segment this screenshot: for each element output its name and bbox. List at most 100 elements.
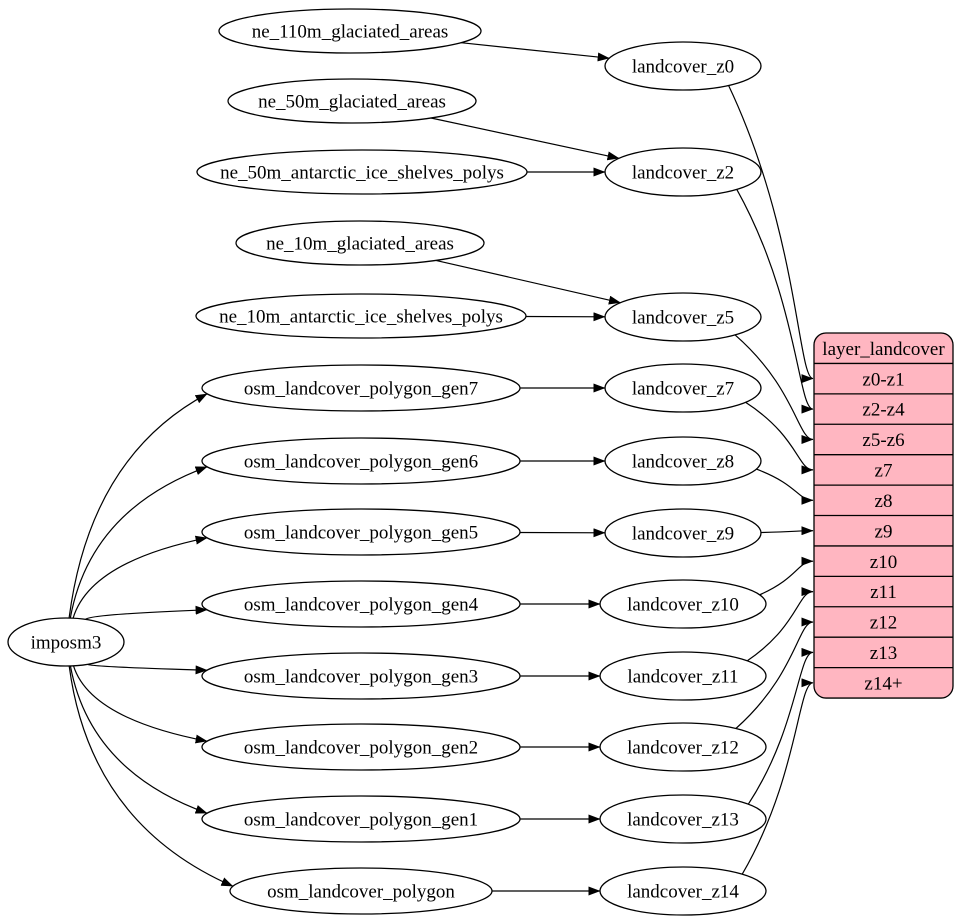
node-label: ne_10m_antarctic_ice_shelves_polys [219, 307, 503, 328]
node-ellipse [599, 794, 767, 844]
node-label: osm_landcover_polygon_gen6 [244, 452, 478, 473]
node-landcover_z8: landcover_z8 [604, 436, 762, 486]
edge-imposm3-to-osm_landcover_polygon_gen2 [72, 665, 208, 744]
node-ellipse [201, 652, 521, 700]
node-ne_10m_antarctic_ice_shelves_polys: ne_10m_antarctic_ice_shelves_polys [195, 293, 527, 339]
edges [68, 42, 814, 896]
node-label: landcover_z13 [627, 810, 739, 831]
node-label: landcover_z5 [632, 308, 734, 329]
edge-landcover_z8-to-row-z8 [756, 468, 814, 505]
node-label: osm_landcover_polygon [267, 882, 455, 903]
edge-ne_10m_glaciated_areas-to-landcover_z5 [435, 259, 621, 305]
node-ellipse [599, 651, 767, 701]
edge-imposm3-to-osm_landcover_polygon_gen5 [72, 535, 208, 619]
node-ellipse [235, 220, 485, 266]
node-landcover_z12: landcover_z12 [599, 722, 767, 772]
node-landcover_z9: landcover_z9 [604, 508, 762, 558]
node-landcover_z0: landcover_z0 [604, 41, 762, 91]
node-label: ne_10m_glaciated_areas [266, 234, 454, 255]
node-ellipse [201, 723, 521, 771]
node-label: landcover_z0 [632, 57, 734, 78]
node-label: landcover_z12 [627, 738, 739, 759]
node-imposm3: imposm3 [7, 617, 125, 667]
node-ellipse [604, 508, 762, 558]
node-ellipse [201, 795, 521, 843]
node-landcover_z10: landcover_z10 [599, 579, 767, 629]
edge-landcover_z13-to-row-z13 [747, 647, 814, 805]
node-ellipse [599, 579, 767, 629]
node-ellipse [196, 149, 528, 195]
edge-landcover_z5-to-row-z5-z6 [734, 334, 814, 444]
node-ellipse [599, 722, 767, 772]
edge-landcover_z2-to-row-z2-z4 [736, 189, 814, 414]
node-label: osm_landcover_polygon_gen4 [244, 595, 479, 616]
table-row-z7: z7 [875, 461, 893, 482]
table-title: layer_landcover [822, 339, 945, 360]
node-ellipse [218, 8, 482, 54]
node-osm_landcover_polygon_gen7: osm_landcover_polygon_gen7 [201, 364, 521, 412]
node-label: landcover_z2 [632, 163, 734, 184]
table-row-z2-z4: z2-z4 [862, 400, 905, 421]
edge-landcover_z12-to-row-z12 [735, 617, 814, 729]
node-landcover_z11: landcover_z11 [599, 651, 767, 701]
node-ne_50m_antarctic_ice_shelves_polys: ne_50m_antarctic_ice_shelves_polys [196, 149, 528, 195]
edge-imposm3-to-osm_landcover_polygon_gen7 [68, 393, 208, 619]
edge-imposm3-to-osm_landcover_polygon_gen1 [69, 665, 208, 814]
node-ellipse [599, 866, 767, 916]
node-label: osm_landcover_polygon_gen2 [244, 738, 478, 759]
node-label: osm_landcover_polygon_gen5 [244, 523, 478, 544]
node-osm_landcover_polygon: osm_landcover_polygon [229, 867, 493, 915]
table-layer-landcover: layer_landcover z0-z1 z2-z4 z5-z6 z7 z8 z9 z10 z… [813, 332, 954, 699]
edge-landcover_z10-to-row-z10 [759, 556, 814, 596]
node-landcover_z7: landcover_z7 [604, 363, 762, 413]
node-label: landcover_z14 [627, 882, 739, 903]
node-ellipse [195, 293, 527, 339]
edge-landcover_z11-to-row-z11 [746, 587, 814, 662]
node-ellipse [604, 436, 762, 486]
table-row-z10: z10 [870, 552, 897, 573]
edge-landcover_z9-to-row-z9 [760, 526, 814, 536]
node-osm_landcover_polygon_gen1: osm_landcover_polygon_gen1 [201, 795, 521, 843]
node-label: landcover_z9 [632, 524, 734, 545]
node-ne_110m_glaciated_areas: ne_110m_glaciated_areas [218, 8, 482, 54]
node-osm_landcover_polygon_gen3: osm_landcover_polygon_gen3 [201, 652, 521, 700]
table-row-z9: z9 [875, 521, 893, 542]
node-label: ne_50m_antarctic_ice_shelves_polys [220, 163, 504, 184]
node-label: ne_110m_glaciated_areas [252, 22, 449, 43]
node-ellipse [201, 508, 521, 556]
node-label: landcover_z8 [632, 452, 734, 473]
node-label: landcover_z11 [627, 667, 738, 688]
node-osm_landcover_polygon_gen2: osm_landcover_polygon_gen2 [201, 723, 521, 771]
node-ellipse [201, 364, 521, 412]
table-row-z0-z1: z0-z1 [862, 369, 904, 390]
table-row-z8: z8 [875, 491, 893, 512]
edge-ne_50m_glaciated_areas-to-landcover_z2 [430, 117, 620, 161]
node-label: imposm3 [31, 633, 102, 654]
node-landcover_z5: landcover_z5 [604, 292, 762, 342]
node-ellipse [227, 78, 477, 124]
node-ellipse [604, 363, 762, 413]
table-row-z5-z6: z5-z6 [862, 430, 904, 451]
table-row-z13: z13 [870, 643, 897, 664]
node-ne_10m_glaciated_areas: ne_10m_glaciated_areas [235, 220, 485, 266]
node-ne_50m_glaciated_areas: ne_50m_glaciated_areas [227, 78, 477, 124]
node-label: osm_landcover_polygon_gen1 [244, 810, 478, 831]
node-osm_landcover_polygon_gen4: osm_landcover_polygon_gen4 [201, 580, 521, 628]
node-ellipse [229, 867, 493, 915]
table-row-z12: z12 [870, 613, 897, 634]
edge-imposm3-to-osm_landcover_polygon_gen4 [85, 605, 208, 620]
node-osm_landcover_polygon_gen5: osm_landcover_polygon_gen5 [201, 508, 521, 556]
node-landcover_z14: landcover_z14 [599, 866, 767, 916]
node-osm_landcover_polygon_gen6: osm_landcover_polygon_gen6 [201, 437, 521, 485]
node-label: landcover_z7 [632, 379, 734, 400]
node-label: landcover_z10 [627, 595, 739, 616]
edge-imposm3-to-osm_landcover_polygon [68, 665, 234, 887]
edge-landcover_z14-to-row-z14+ [741, 678, 814, 875]
node-label: osm_landcover_polygon_gen7 [244, 379, 478, 400]
table-row-z11: z11 [870, 582, 897, 603]
edge-imposm3-to-osm_landcover_polygon_gen6 [69, 466, 208, 619]
node-ellipse [201, 437, 521, 485]
node-landcover_z13: landcover_z13 [599, 794, 767, 844]
